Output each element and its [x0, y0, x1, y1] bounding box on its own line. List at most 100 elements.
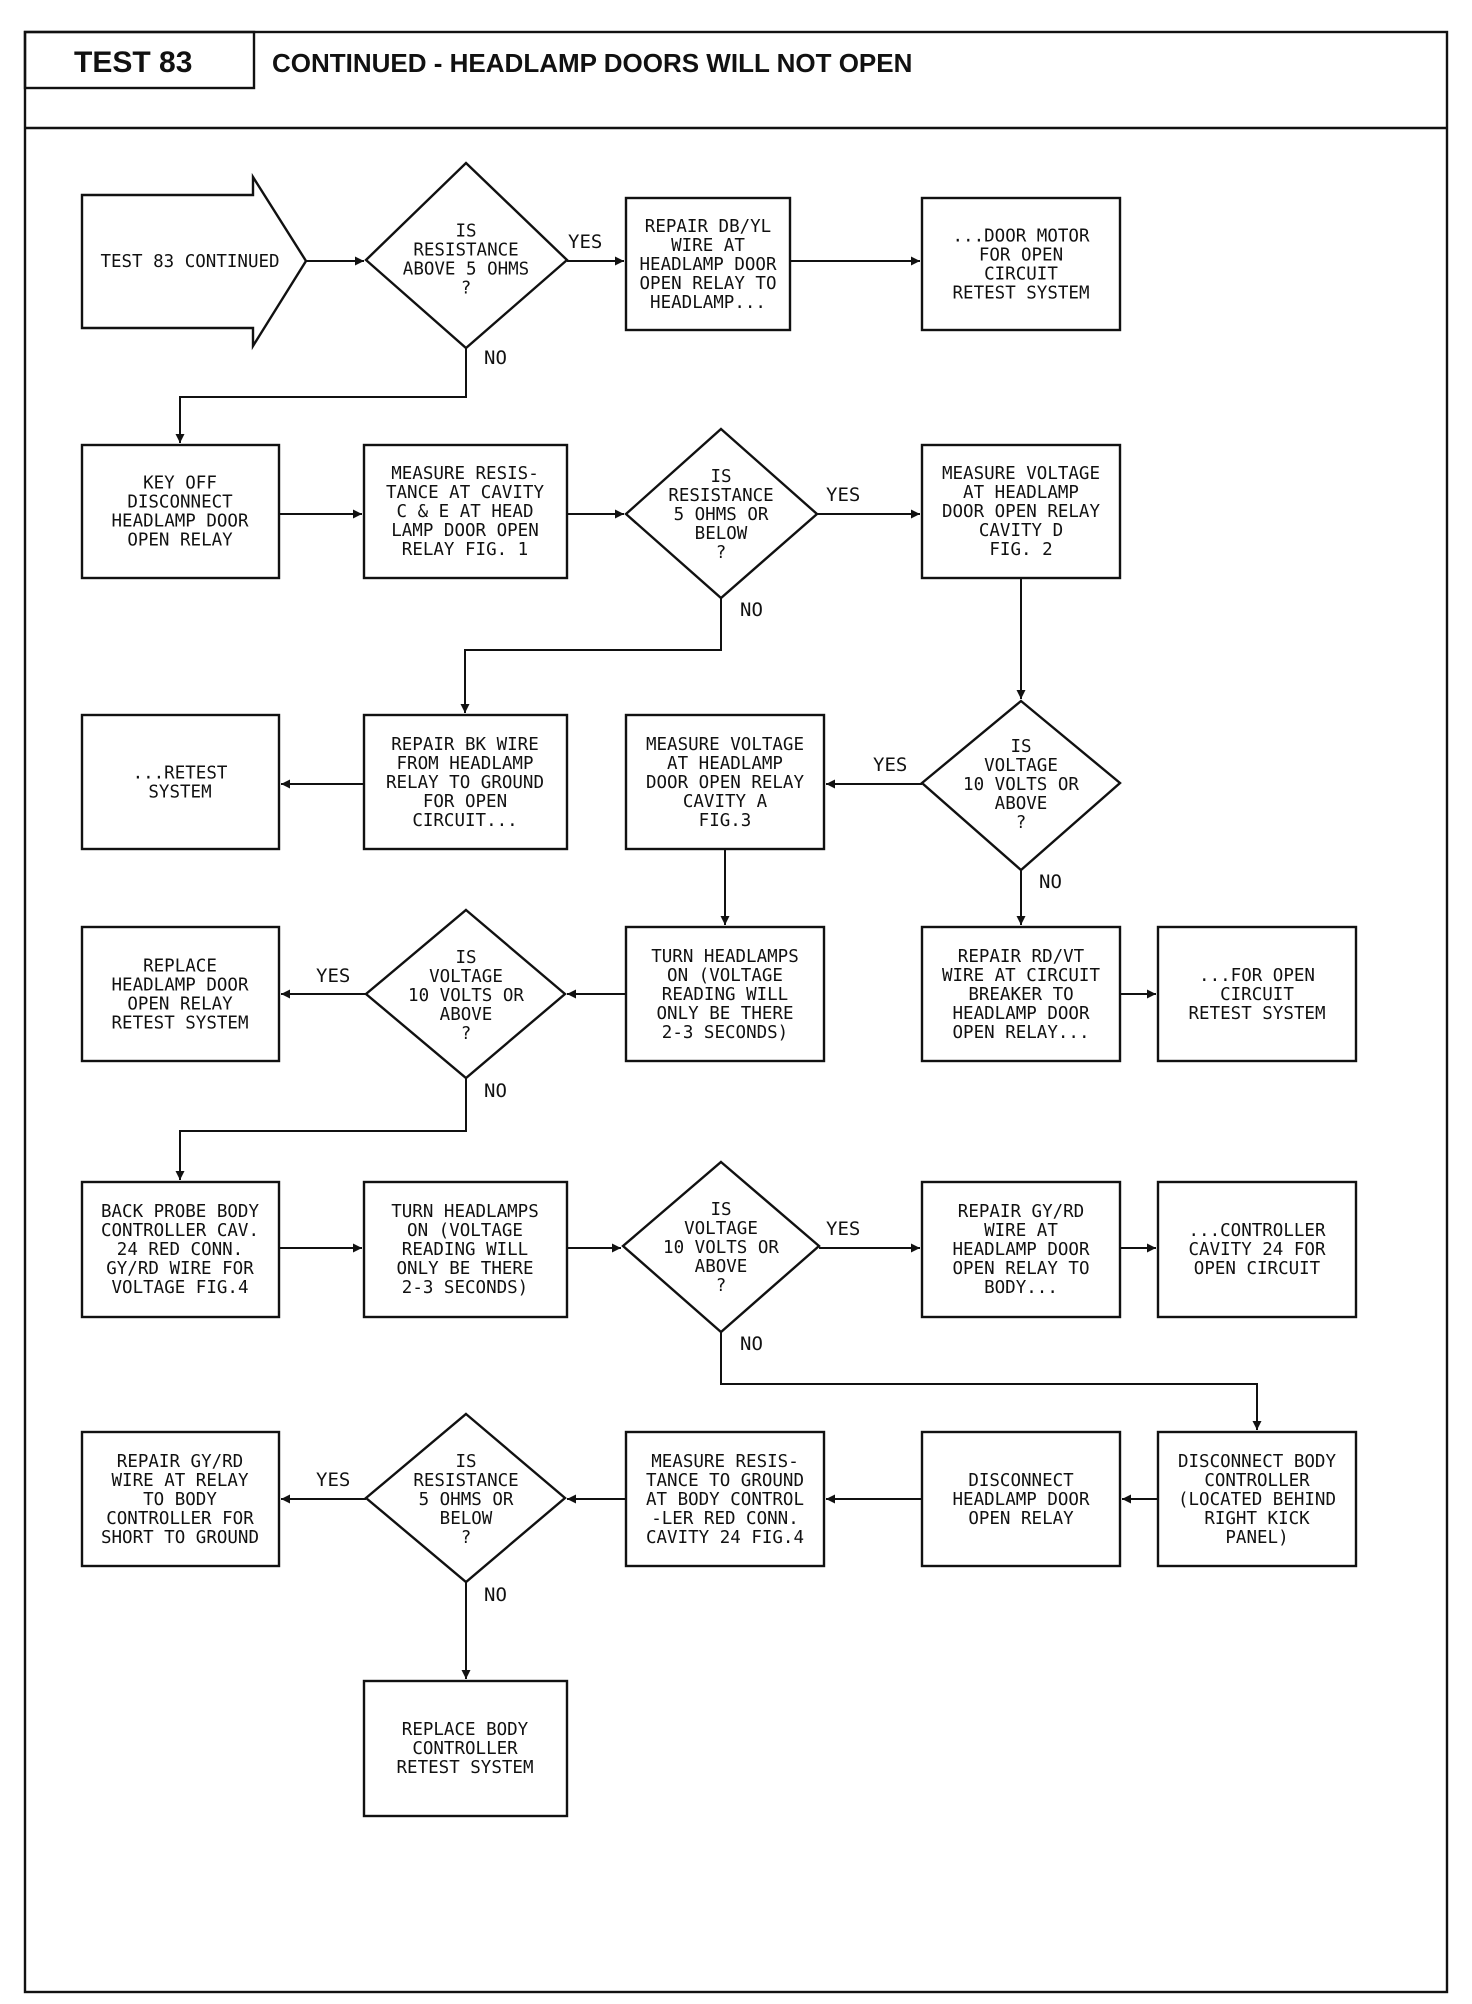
node-text-line: HEADLAMP DOOR — [112, 512, 249, 532]
node-text-line: HEADLAMP DOOR — [953, 1490, 1090, 1510]
node-text-line: ABOVE — [995, 794, 1048, 814]
node-text-line: CIRCUIT — [1220, 985, 1294, 1005]
node-text-line: DOOR OPEN RELAY — [942, 502, 1101, 522]
label-d1-no: NO — [484, 347, 507, 369]
node-text-line: OPEN RELAY — [127, 995, 233, 1015]
node-text-line: MEASURE RESIS- — [391, 464, 539, 484]
node-text-line: REPAIR GY/RD — [958, 1202, 1084, 1222]
node-text-line: TANCE AT CAVITY — [386, 483, 545, 503]
node-text-line: RESISTANCE — [668, 486, 773, 506]
node-text-line: PANEL) — [1225, 1528, 1288, 1548]
node-text-line: CONTROLLER — [1204, 1471, 1310, 1491]
node-text-line: CAVITY 24 FIG.4 — [646, 1528, 804, 1548]
node-text-line: IS — [710, 467, 731, 487]
node-text-line: OPEN CIRCUIT — [1194, 1259, 1321, 1279]
svg-text:TEST 83 CONTINUED: TEST 83 CONTINUED — [100, 252, 279, 272]
node-text-line: BODY... — [984, 1278, 1058, 1298]
node-text-line: 10 VOLTS OR — [408, 986, 524, 1006]
node-text-line: FOR OPEN — [423, 792, 507, 812]
node-text-line: HEADLAMP DOOR — [640, 255, 777, 275]
label-d4-no: NO — [484, 1080, 507, 1102]
node-text-line: 10 VOLTS OR — [963, 775, 1079, 795]
node-text-line: AT HEADLAMP — [667, 754, 783, 774]
node-text-line: ? — [461, 279, 472, 299]
node-text-line: CIRCUIT... — [412, 811, 517, 831]
node-text-line: HEADLAMP... — [650, 293, 766, 313]
node-text-line: TURN HEADLAMPS — [391, 1202, 539, 1222]
node-text-line: CONTROLLER CAV. — [101, 1221, 259, 1241]
node-text-line: OPEN RELAY... — [953, 1023, 1090, 1043]
node-text-line: ? — [461, 1528, 472, 1548]
node-text-line: KEY OFF — [143, 474, 217, 494]
node-text-line: RESISTANCE — [413, 1471, 518, 1491]
node-text-line: REPAIR GY/RD — [117, 1452, 243, 1472]
node-text-line: RETEST SYSTEM — [1189, 1004, 1326, 1024]
edge-labels: YES NO YES NO YES NO YES NO YES NO YES N… — [316, 231, 1062, 1606]
node-text-line: HEADLAMP DOOR — [953, 1240, 1090, 1260]
node-text-line: CONTROLLER FOR — [106, 1509, 254, 1529]
node-text-line: OPEN RELAY TO — [953, 1259, 1090, 1279]
node-text-line: IS — [455, 1452, 476, 1472]
node-text-line: TANCE TO GROUND — [646, 1471, 804, 1491]
node-text-line: VOLTAGE — [984, 756, 1058, 776]
node-text-line: VOLTAGE — [684, 1219, 758, 1239]
node-text-line: C & E AT HEAD — [397, 502, 534, 522]
node-text-line: VOLTAGE — [429, 967, 503, 987]
node-text-line: MEASURE VOLTAGE — [646, 735, 804, 755]
node-text-line: RESISTANCE — [413, 241, 518, 261]
node-text-line: AT BODY CONTROL — [646, 1490, 804, 1510]
label-d5-no: NO — [740, 1333, 763, 1355]
node-text-line: FOR OPEN — [979, 246, 1063, 266]
node-text-line: RIGHT KICK — [1204, 1509, 1310, 1529]
node-text-line: RETEST SYSTEM — [112, 1014, 249, 1034]
node-text-line: REPAIR RD/VT — [958, 947, 1085, 967]
node-text-line: RETEST SYSTEM — [953, 284, 1090, 304]
node-start: TEST 83 CONTINUED — [80, 172, 308, 351]
edge-d1-k1 — [175, 348, 467, 443]
node-text-line: DOOR OPEN RELAY — [646, 773, 805, 793]
node-text-line: MEASURE VOLTAGE — [942, 464, 1100, 484]
test-label: TEST 83 — [74, 46, 192, 79]
node-text-line: TEST 83 CONTINUED — [100, 252, 279, 272]
node-text-line: MEASURE RESIS- — [651, 1452, 799, 1472]
node-text-line: ...DOOR MOTOR — [953, 227, 1090, 247]
node-text-line: CAVITY A — [683, 792, 768, 812]
node-text-line: CONTROLLER — [412, 1739, 518, 1759]
label-d6-yes: YES — [316, 1469, 350, 1491]
node-text-line: ...RETEST — [133, 764, 228, 784]
node-text-line: AT HEADLAMP — [963, 483, 1079, 503]
edges — [175, 256, 1262, 1679]
node-text-line: DISCONNECT BODY — [1178, 1452, 1337, 1472]
node-text-line: WIRE AT RELAY — [112, 1471, 249, 1491]
node-text-line: HEADLAMP DOOR — [953, 1004, 1090, 1024]
edge-d4-bp — [175, 1078, 467, 1180]
node-text-line: ? — [716, 543, 727, 563]
node-text-line: WIRE AT — [671, 236, 745, 256]
node-text-line: DISCONNECT — [127, 493, 233, 513]
